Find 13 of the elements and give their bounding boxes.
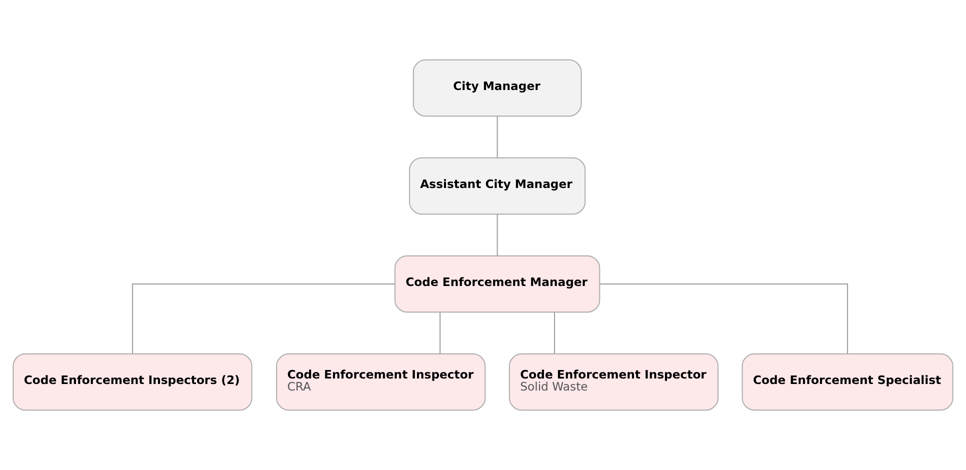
node-box: Code Enforcement Inspectors (2) <box>12 353 252 411</box>
connector <box>554 312 556 354</box>
node-box: Code Enforcement Inspector CRA <box>276 353 486 411</box>
node-box: Assistant City Manager <box>409 157 586 215</box>
connector <box>496 214 498 256</box>
connector <box>496 116 498 158</box>
node-box: Code Enforcement Inspector Solid Waste <box>508 353 719 411</box>
node-box: City Manager <box>412 59 582 117</box>
node-box: Code Enforcement Specialist <box>742 353 954 411</box>
node-box: Code Enforcement Manager <box>394 255 600 313</box>
connector <box>600 284 848 354</box>
connector <box>132 284 396 354</box>
connector <box>440 312 441 354</box>
